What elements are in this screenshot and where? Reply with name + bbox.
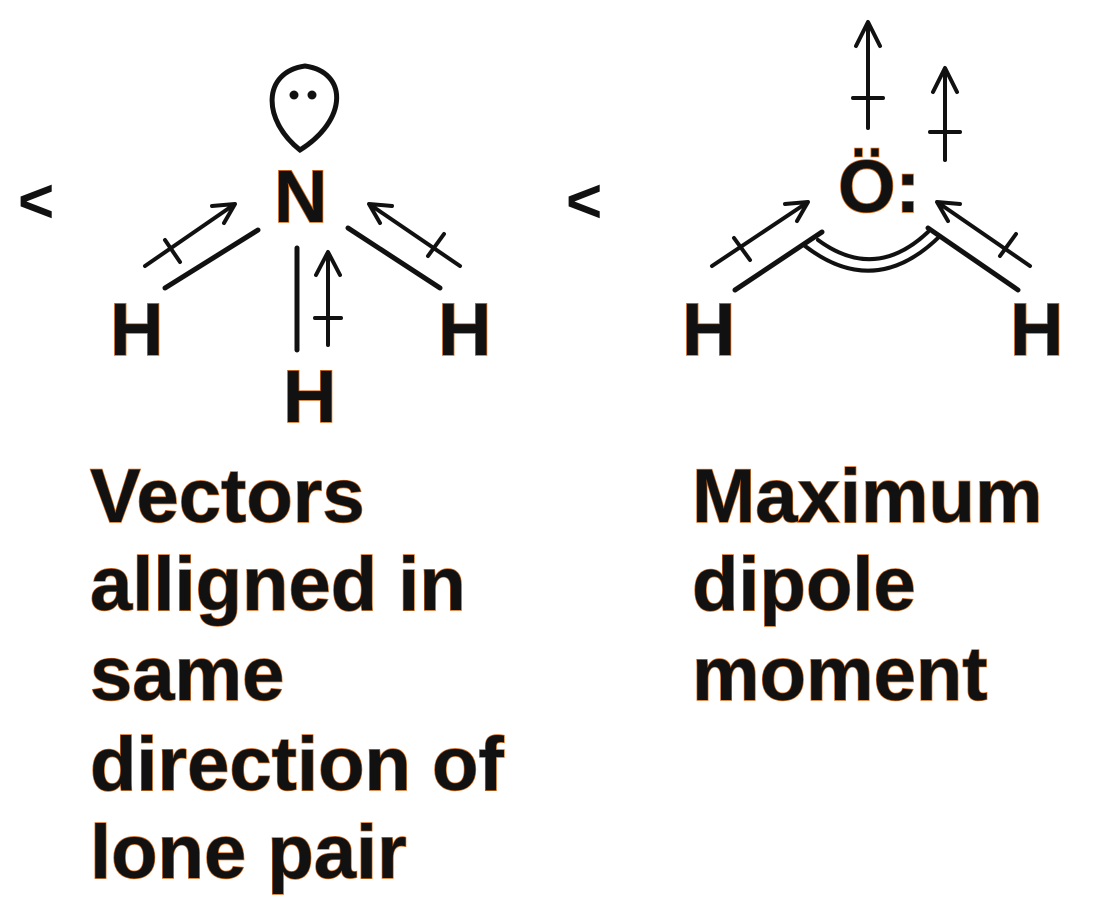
water-bond-right xyxy=(925,225,1021,293)
ammonia-dipole-vector-bottom xyxy=(313,250,343,347)
ammonia-structure: < N H H H xyxy=(18,63,492,439)
ammonia-hydrogen-right: H xyxy=(438,288,491,371)
water-net-dipole-arrow-left xyxy=(851,20,885,130)
water-dipole-vector-left xyxy=(710,200,810,268)
ammonia-lone-pair-lobe xyxy=(269,63,340,154)
water-net-dipole-arrow-right xyxy=(928,66,962,162)
ammonia-dipole-vector-right xyxy=(367,202,462,268)
ammonia-hydrogen-left: H xyxy=(110,288,163,371)
ammonia-caption-line: same xyxy=(90,632,284,717)
water-structure: < Ö: H xyxy=(566,20,1064,372)
water-hydrogen-left: H xyxy=(682,288,735,371)
ammonia-nitrogen-atom: N xyxy=(274,155,327,238)
ammonia-caption-line: direction of xyxy=(90,722,504,807)
water-bond-left xyxy=(732,229,825,293)
water-caption-line: dipole xyxy=(692,542,916,627)
ammonia-caption: Vectors alligned in same direction of lo… xyxy=(89,453,505,895)
ammonia-caption-line: Vectors xyxy=(90,454,365,539)
water-dipole-vector-right xyxy=(935,200,1032,268)
ammonia-dipole-vector-left xyxy=(143,202,237,268)
ammonia-bond-right xyxy=(345,225,443,291)
ammonia-comparison-marker: < xyxy=(18,167,54,236)
water-oxygen-atom: Ö: xyxy=(838,145,920,228)
ammonia-hydrogen-bottom: H xyxy=(283,355,336,438)
ammonia-caption-line: alligned in xyxy=(90,542,466,627)
water-caption: Maximum dipole moment xyxy=(691,453,1043,717)
water-hydrogen-right: H xyxy=(1010,288,1063,371)
water-caption-line: moment xyxy=(692,632,988,717)
water-bond-angle-arc xyxy=(803,230,942,273)
ammonia-bond-left xyxy=(162,227,261,291)
water-caption-line: Maximum xyxy=(692,454,1043,539)
ammonia-caption-line: lone pair xyxy=(90,810,407,895)
water-comparison-marker: < xyxy=(566,167,602,236)
